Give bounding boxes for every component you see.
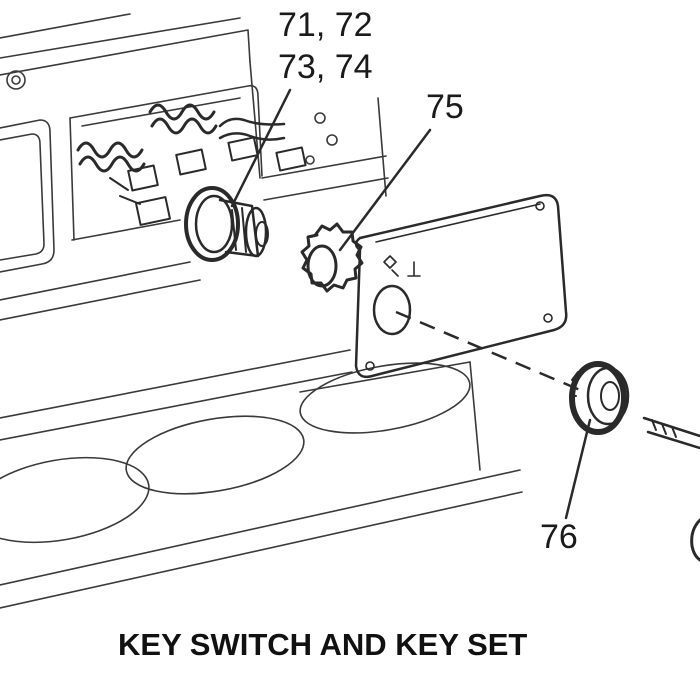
lock-washer	[300, 222, 364, 293]
callout-lock-washer: 75	[426, 88, 464, 126]
callout-key-bezel: 76	[540, 518, 578, 556]
leader-line-71-74	[230, 88, 292, 208]
wiring-harness	[76, 103, 307, 226]
key	[642, 416, 700, 562]
diagram-caption: KEY SWITCH AND KEY SET	[118, 627, 527, 662]
assembly-axis-line	[395, 310, 581, 392]
leader-line-75	[338, 128, 432, 252]
machine-housing	[0, 13, 523, 609]
key-bezel	[569, 361, 630, 435]
mounting-plate	[354, 193, 568, 379]
key-switch	[184, 186, 269, 262]
callout-switch-parts-line2: 73, 74	[278, 48, 373, 86]
callout-switch-parts-line1: 71, 72	[278, 6, 373, 44]
leader-line-76	[564, 418, 592, 520]
